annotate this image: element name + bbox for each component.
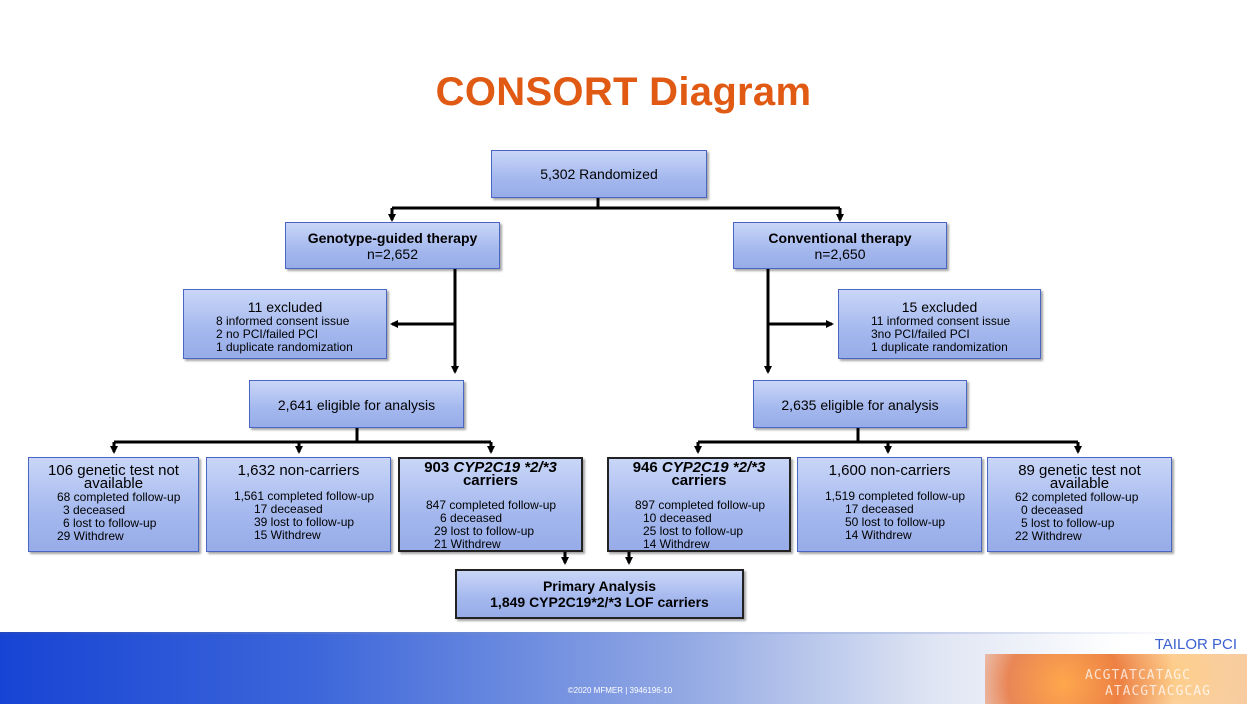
subgroup-stat: 897 completed follow-up <box>635 498 766 512</box>
subgroup-stat: 1,561 completed follow-up <box>234 489 375 503</box>
subgroup-stat: 0 deceased <box>1021 503 1084 517</box>
subgroup-stat: 50 lost to follow-up <box>845 515 946 529</box>
excluded-head: 11 excluded <box>247 299 323 315</box>
carrier-allele: *2/*3 <box>732 459 766 476</box>
carrier-gene: CYP2C19 <box>453 459 521 476</box>
subgroup-stat: 22 Withdrew <box>1015 529 1082 543</box>
carrier-head: carriers <box>671 472 727 489</box>
excluded-item: 8 informed consent issue <box>216 314 350 328</box>
subgroup-carriers-left: 903 CYP2C19 *2/*3 carriers 847 completed… <box>398 457 583 552</box>
randomized-box: 5,302 Randomized <box>491 150 707 198</box>
primary-analysis-detail: 1,849 CYP2C19*2/*3 LOF carriers <box>490 594 709 610</box>
eligible-label: 2,641 eligible for analysis <box>277 397 436 413</box>
subgroup-non-carriers-right: 1,600 non-carriers 1,519 completed follo… <box>797 457 982 552</box>
carrier-head: carriers <box>462 472 519 489</box>
excluded-item: 1 duplicate randomization <box>871 340 1008 354</box>
excluded-right-box: 15 excluded 11 informed consent issue 3n… <box>838 289 1041 359</box>
subgroup-stat: 62 completed follow-up <box>1015 490 1139 504</box>
subgroup-stat: 25 lost to follow-up <box>643 524 744 538</box>
excluded-item: 1 duplicate randomization <box>216 340 353 354</box>
carrier-count: 903 <box>424 459 450 476</box>
carrier-allele: *2/*3 <box>524 459 557 476</box>
subgroup-stat: 847 completed follow-up <box>426 498 557 512</box>
subgroup-stat: 5 lost to follow-up <box>1021 516 1115 530</box>
subgroup-stat: 14 Withdrew <box>643 537 710 551</box>
subgroup-head: 1,632 non-carriers <box>237 462 360 479</box>
brand-label: TAILOR PCI <box>1154 636 1237 653</box>
subgroup-head: available <box>1049 475 1110 492</box>
subgroup-head: available <box>83 475 144 492</box>
subgroup-stat: 1,519 completed follow-up <box>825 489 966 503</box>
subgroup-stat: 17 deceased <box>845 502 914 516</box>
carrier-gene: CYP2C19 <box>661 459 729 476</box>
dna-banner-image: ACGTATCATAGC ATACGTACGCAG <box>985 654 1247 704</box>
subgroup-stat: 29 Withdrew <box>57 529 124 543</box>
arm-conventional-box: Conventional therapy n=2,650 <box>733 222 947 269</box>
subgroup-genetic-test-not-available-right: 89 genetic test not available 62 complet… <box>987 457 1172 552</box>
subgroup-stat: 15 Withdrew <box>254 528 321 542</box>
slide-title: CONSORT Diagram <box>435 70 812 114</box>
arm-n: n=2,650 <box>814 246 866 262</box>
excluded-head: 15 excluded <box>901 299 978 315</box>
arm-n: n=2,652 <box>367 246 418 262</box>
subgroup-carriers-right: 946 CYP2C19 *2/*3 carriers 897 completed… <box>607 457 791 552</box>
eligible-label: 2,635 eligible for analysis <box>781 397 939 413</box>
arm-name: Conventional therapy <box>768 230 912 246</box>
primary-analysis-box: Primary Analysis 1,849 CYP2C19*2/*3 LOF … <box>455 569 744 619</box>
subgroup-head: 1,600 non-carriers <box>828 462 951 479</box>
excluded-left-box: 11 excluded 8 informed consent issue 2 n… <box>183 289 387 359</box>
eligible-left-box: 2,641 eligible for analysis <box>249 380 464 428</box>
arm-name: Genotype-guided therapy <box>307 230 478 246</box>
primary-analysis-title: Primary Analysis <box>542 578 657 594</box>
eligible-right-box: 2,635 eligible for analysis <box>753 380 967 428</box>
subgroup-stat: 68 completed follow-up <box>57 490 181 504</box>
subgroup-genetic-test-not-available-left: 106 genetic test not available 68 comple… <box>28 457 199 552</box>
subgroup-stat: 6 lost to follow-up <box>63 516 157 530</box>
excluded-item: 3no PCI/failed PCI <box>871 327 970 341</box>
subgroup-stat: 6 deceased <box>440 511 503 525</box>
excluded-item: 2 no PCI/failed PCI <box>216 327 319 341</box>
subgroup-stat: 10 deceased <box>643 511 712 525</box>
subgroup-head: 89 genetic test not <box>1018 462 1141 479</box>
subgroup-stat: 21 Withdrew <box>434 537 501 551</box>
carrier-count: 946 <box>632 459 658 476</box>
subgroup-stat: 39 lost to follow-up <box>254 515 355 529</box>
randomized-label: 5,302 Randomized <box>540 166 658 182</box>
arm-genotype-guided-box: Genotype-guided therapy n=2,652 <box>285 222 500 269</box>
excluded-item: 11 informed consent issue <box>871 314 1011 328</box>
subgroup-stat: 29 lost to follow-up <box>434 524 535 538</box>
copyright-text: ©2020 MFMER | 3946196-10 <box>567 686 673 695</box>
subgroup-head: 106 genetic test not <box>48 462 179 479</box>
subgroup-stat: 17 deceased <box>254 502 323 516</box>
subgroup-stat: 14 Withdrew <box>845 528 912 542</box>
subgroup-stat: 3 deceased <box>63 503 126 517</box>
subgroup-non-carriers-left: 1,632 non-carriers 1,561 completed follo… <box>206 457 391 552</box>
